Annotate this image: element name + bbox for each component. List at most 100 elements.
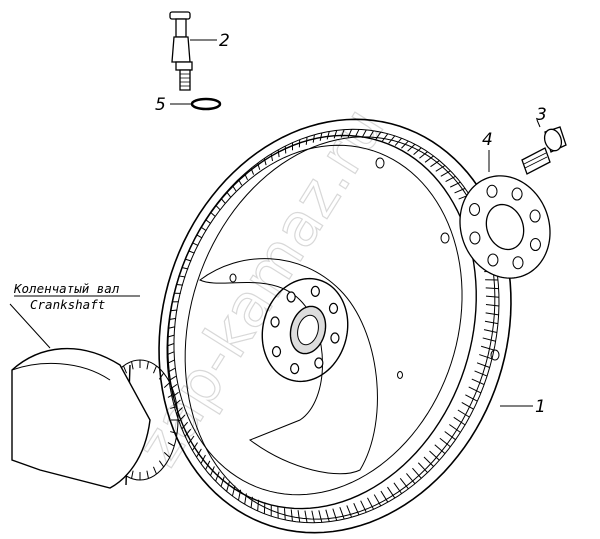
gear-tooth [325,509,330,522]
gear-tooth [339,507,345,520]
crank-gear-tooth [167,442,175,447]
gear-tooth [373,494,382,507]
gear-tooth [388,135,396,144]
gear-tooth [326,131,330,140]
crankshaft [11,347,179,489]
gear-tooth [340,129,345,138]
gear-tooth [375,131,382,141]
gear-tooth [430,160,440,168]
gear-tooth [263,502,266,514]
gear-tooth [468,386,482,394]
gear-tooth [424,155,434,163]
crank-gear-tooth [146,361,149,370]
o-ring [190,97,222,111]
gear-tooth [192,442,198,451]
gear-tooth [406,473,416,485]
gear-tooth [393,482,403,494]
gear-tooth [311,510,315,523]
gear-tooth [270,153,274,162]
flywheel-recess [199,258,378,475]
crank-gear-tooth [163,382,171,388]
gear-tooth [231,485,236,497]
gear-tooth [465,394,478,402]
gear-tooth [220,476,225,487]
gear-tooth [277,149,280,158]
gear-tooth [412,467,422,479]
crank-gear-tooth [152,365,157,374]
crank-gear-tooth [131,470,134,479]
callout-5: 5 [155,95,166,115]
gear-tooth [439,437,451,448]
gear-tooth [445,175,456,183]
gear-tooth [178,414,186,422]
caption-ru: Коленчатый вал [13,281,120,296]
gear-tooth [184,428,192,437]
gear-tooth [429,450,440,461]
crank-gear-tooth [131,361,134,370]
gear-tooth [480,345,495,351]
gear-tooth [367,497,375,510]
gear-tooth [360,500,367,513]
gear-tooth [346,505,353,518]
gear-tooth [413,147,422,155]
flywheel-face [167,134,477,510]
hub-bolt-hole [290,363,300,375]
plate-hole [486,184,498,198]
gear-tooth [457,409,470,418]
gear-tooth [453,416,466,426]
callout-2: 2 [219,31,230,51]
gear-tooth [407,143,416,152]
flywheel-face-inner [173,144,463,496]
gear-tooth [188,250,195,254]
flywheel [158,118,512,534]
plate-bore [485,203,525,251]
rim-hole [440,232,450,244]
hub [261,277,349,383]
gear-tooth [484,320,499,325]
flywheel-rim-outer [158,118,512,534]
gear-tooth [381,133,389,142]
gear-tooth [332,508,338,521]
gear-tooth [461,402,474,410]
gear-tooth [181,421,189,430]
bolt-head [543,128,563,152]
gear-tooth [483,329,498,333]
gear-tooth [435,165,446,172]
callout-1: 1 [535,397,546,417]
hub-bolt-hole [314,357,324,369]
gear-tooth [387,486,396,499]
gear-tooth [353,503,360,516]
crank-gear-tooth [152,466,157,475]
plate-hole [529,209,541,223]
caption-en: Crankshaft [30,297,105,312]
gear-tooth [333,130,338,139]
hub-bore-inner [297,314,319,346]
crank-gear-tooth [146,470,149,479]
flywheel-edge [184,136,496,520]
rim-hole [490,349,500,361]
hub-bolt-hole [270,316,280,328]
gear-tooth [290,509,293,522]
bolt [521,126,567,175]
gear-tooth [283,508,286,520]
plate-hole [469,202,481,216]
gear-tooth [226,481,230,492]
crank-gear-tooth [170,431,178,434]
gear-tooth [485,312,499,316]
rim-hole [375,157,385,169]
plate-hole [469,231,481,245]
crank-gear-tooth [163,452,171,458]
watermark: zap-kamaz.ru [123,96,398,478]
gear-tooth [399,477,409,490]
rim-hole [397,371,403,379]
crank-gear-tooth [158,460,165,468]
hub-bolt-hole [328,302,339,314]
rim-hole [229,273,237,283]
plate-hole [487,253,499,267]
gear-tooth [188,435,195,444]
crank-gear-tooth [158,372,165,380]
gear-tooth [474,370,488,377]
leader-lines [9,39,541,407]
hub-bolt-hole [330,332,340,344]
